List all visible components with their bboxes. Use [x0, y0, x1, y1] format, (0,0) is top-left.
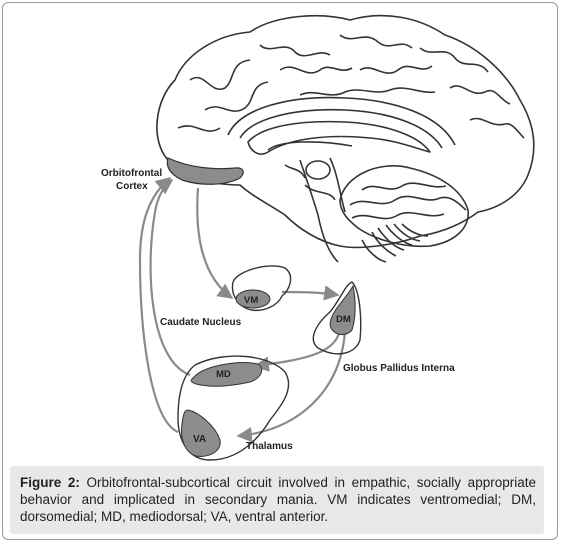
orbitofrontal-region: [166, 157, 244, 185]
caption-label: Figure 2:: [20, 475, 80, 490]
label-cortex: Cortex: [116, 181, 148, 192]
arrow-va-to-ofc: [138, 177, 179, 434]
label-md: MD: [216, 369, 231, 380]
label-thalamus: Thalamus: [246, 441, 293, 452]
label-globus-pallidus-interna: Globus Pallidus Interna: [343, 363, 455, 374]
label-va: VA: [193, 434, 206, 445]
figure-frame: [2, 2, 558, 540]
arrow-vm-to-dm: [281, 285, 340, 301]
brain-illustration: [156, 14, 535, 263]
label-orbitofrontal: Orbitofrontal: [101, 168, 162, 179]
label-caudate-nucleus: Caudate Nucleus: [160, 317, 242, 328]
caption-text: Orbitofrontal-subcortical circuit involv…: [20, 475, 536, 524]
label-vm: VM: [244, 295, 258, 306]
va-region: [181, 409, 221, 457]
circuit-diagram: Orbitofrontal Cortex VM Caudate Nucleus …: [101, 14, 535, 461]
label-dm: DM: [336, 314, 351, 325]
md-region: [190, 362, 263, 387]
caption-box: [10, 466, 544, 534]
thalamus-outline: [177, 355, 290, 461]
globus-pallidus-outline: [312, 281, 362, 355]
figure-caption: Figure 2: Orbitofrontal-subcortical circ…: [20, 474, 536, 525]
vm-region: [235, 289, 271, 309]
dm-region: [329, 284, 356, 336]
arrow-ofc-to-caudate: [196, 187, 234, 299]
arrow-dm-to-va: [236, 331, 347, 443]
arrow-md-to-ofc: [149, 179, 191, 377]
arrow-dm-to-md: [253, 329, 342, 372]
